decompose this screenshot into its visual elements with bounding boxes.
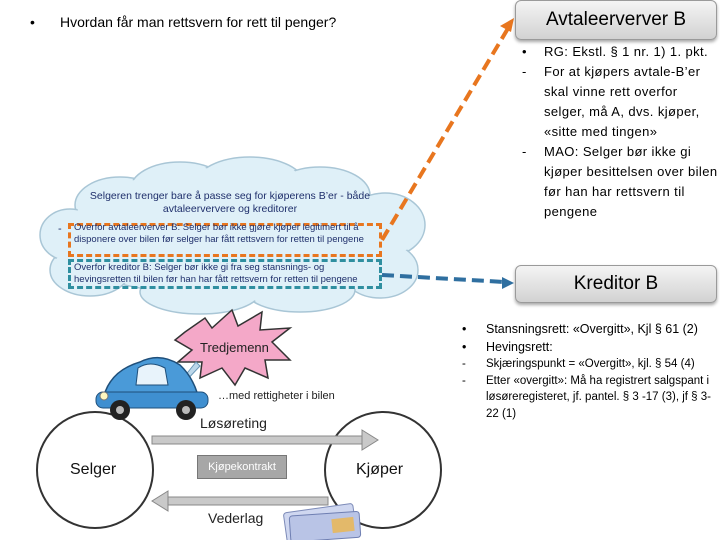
kjopekontrakt-box: Kjøpekontrakt <box>197 455 287 479</box>
orange-arrowhead <box>500 18 514 32</box>
orange-box-text: Overfor avtaleerverver B: Selger bør ikk… <box>74 222 364 245</box>
orange-highlight-box <box>68 223 382 257</box>
teal-highlight-box <box>68 259 382 289</box>
money-image <box>283 503 362 540</box>
question-text: Hvordan får man rettsvern for rett til p… <box>60 14 337 30</box>
selger-circle <box>36 411 154 529</box>
kreditor-notes: •Stansningsrett: «Overgitt», Kjl § 61 (2… <box>462 320 720 422</box>
losoreting-arrow <box>151 429 379 451</box>
list-item: -For at kjøpers avtale-B’er skal vinne r… <box>522 64 701 139</box>
kreditor-box: Kreditor B <box>515 265 717 303</box>
list-item: •Stansningsrett: «Overgitt», Kjl § 61 (2… <box>462 322 698 336</box>
avtaleerverver-box: Avtaleerverver B <box>515 0 717 40</box>
list-item: -MAO: Selger bør ikke gi kjøper besittel… <box>522 144 718 219</box>
kreditor-title: Kreditor B <box>573 273 659 294</box>
tredjemenn-label: Tredjemenn <box>200 340 269 355</box>
vederlag-arrow <box>151 490 329 512</box>
teal-arrowhead <box>502 277 514 289</box>
cloud-main-text: Selgeren trenger bare å passe seg for kj… <box>89 190 371 215</box>
teal-box-text: Overfor kreditor B: Selger bør ikke gi f… <box>74 262 358 285</box>
selger-label: Selger <box>70 461 117 478</box>
kjoper-label: Kjøper <box>356 461 404 478</box>
bullet: • <box>30 14 35 30</box>
teal-connector <box>381 273 506 284</box>
list-item: •Hevingsrett: <box>462 340 553 354</box>
kjopekontrakt-label: Kjøpekontrakt <box>208 461 276 473</box>
orange-connector <box>380 23 512 242</box>
list-item: •RG: Ekstl. § 1 nr. 1) 1. pkt. <box>522 44 709 59</box>
avtaleerverver-title: Avtaleerverver B <box>545 9 687 30</box>
avtaleerverver-notes: •RG: Ekstl. § 1 nr. 1) 1. pkt. -For at k… <box>522 42 720 222</box>
list-item: -Etter «overgitt»: Må ha registrert salg… <box>462 374 711 420</box>
car-image <box>95 356 209 420</box>
cloud-dash: - <box>58 223 62 235</box>
losoreting-label: Løsøreting <box>200 415 267 431</box>
list-item: -Skjæringspunkt = «Overgitt», kjl. § 54 … <box>462 358 695 370</box>
question-line: • Hvordan får man rettsvern for rett til … <box>30 14 336 30</box>
vederlag-label: Vederlag <box>208 510 264 526</box>
car-caption: …med rettigheter i bilen <box>218 390 335 402</box>
burst-shape <box>173 308 293 387</box>
